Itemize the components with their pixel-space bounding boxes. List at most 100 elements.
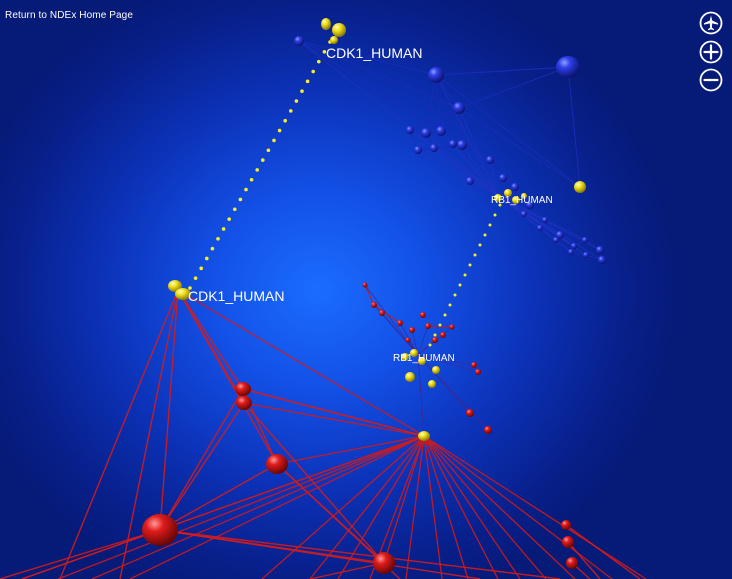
edge [243, 402, 425, 437]
link-dot [249, 177, 254, 182]
edge [298, 40, 437, 76]
network-node [453, 102, 465, 114]
network-node [405, 337, 411, 343]
network-node [142, 514, 178, 546]
link-dot [255, 168, 259, 172]
link-dot [188, 286, 192, 290]
edge [489, 159, 498, 196]
link-dot [272, 138, 276, 143]
edge [423, 435, 443, 579]
highlighted-node [494, 194, 502, 202]
zoom-in-button[interactable] [699, 40, 723, 64]
network-node [449, 324, 455, 330]
highlighted-node [330, 36, 338, 44]
plus-circle-icon [699, 40, 723, 64]
link-dot [322, 50, 327, 54]
edge [423, 435, 469, 579]
home-page-link[interactable]: Return to NDEx Home Page [5, 10, 134, 21]
network-node [466, 409, 474, 417]
edge [435, 74, 498, 196]
highlighted-node [332, 23, 346, 37]
link-dot [294, 99, 299, 103]
edge [417, 149, 498, 196]
edge [373, 304, 401, 324]
link-dot [233, 207, 237, 212]
zoom-out-button[interactable] [699, 68, 723, 92]
link-dot [463, 273, 467, 277]
highlighted-node [175, 288, 191, 300]
minus-circle-icon [699, 68, 723, 92]
network-node [471, 362, 477, 368]
link-dot [277, 128, 282, 133]
edge [309, 435, 425, 579]
edge [177, 289, 425, 437]
edge [458, 107, 581, 188]
link-dot [266, 148, 271, 153]
edge [417, 354, 425, 437]
navigate-mode-button[interactable] [699, 11, 723, 35]
edge [425, 74, 437, 134]
highlighted-node [418, 431, 430, 441]
edge [57, 435, 425, 579]
link-dot [227, 217, 231, 221]
edge [417, 354, 489, 431]
network-node [379, 310, 385, 316]
network-node [432, 337, 438, 343]
link-dot [300, 89, 304, 93]
network-node [511, 183, 519, 191]
edge [425, 132, 498, 196]
network-node [362, 282, 368, 288]
link-dot [453, 293, 457, 297]
network-node [430, 144, 438, 152]
edge [425, 107, 460, 134]
link-dot [305, 79, 310, 84]
node-label-cdk1-top[interactable]: CDK1_HUMAN [326, 45, 422, 61]
network-node [583, 252, 589, 258]
edge [565, 524, 641, 579]
edge [364, 284, 375, 306]
network-node [596, 246, 604, 254]
node-label-cdk1-left[interactable]: CDK1_HUMAN [188, 288, 284, 304]
network-node [566, 557, 578, 569]
link-dot [193, 276, 198, 280]
link-dot [488, 223, 492, 227]
highlighted-node [512, 196, 520, 204]
edge [364, 284, 419, 356]
network-node [556, 231, 564, 239]
network-node [373, 552, 395, 574]
edge [458, 66, 569, 109]
edge [423, 435, 613, 579]
network-node [406, 126, 414, 134]
link-dot [221, 227, 226, 231]
edge [177, 289, 244, 390]
network-node [562, 536, 574, 548]
edge [309, 562, 385, 579]
network-node [414, 146, 422, 154]
edge [423, 435, 576, 579]
node-label-rb1-top[interactable]: RB1_HUMAN [491, 195, 553, 206]
edge [276, 435, 425, 465]
edge [469, 180, 498, 196]
edge [381, 312, 419, 356]
highlighted-node [405, 372, 415, 382]
network-node [484, 426, 492, 434]
edge [383, 435, 425, 564]
link-dot [498, 203, 502, 207]
network-node [571, 243, 577, 249]
highlighted-node [428, 380, 436, 388]
network-node [582, 237, 588, 243]
edge [159, 463, 278, 531]
network-node [266, 454, 288, 474]
edge [417, 325, 429, 356]
edge [409, 107, 460, 131]
edge [435, 74, 581, 188]
edge [59, 289, 179, 579]
node-label-rb1-mid[interactable]: RB1_HUMAN [393, 353, 455, 364]
edge [159, 529, 481, 579]
network-node [598, 256, 606, 264]
network-node [449, 140, 457, 148]
link-dot [493, 213, 497, 217]
edge [159, 289, 179, 531]
